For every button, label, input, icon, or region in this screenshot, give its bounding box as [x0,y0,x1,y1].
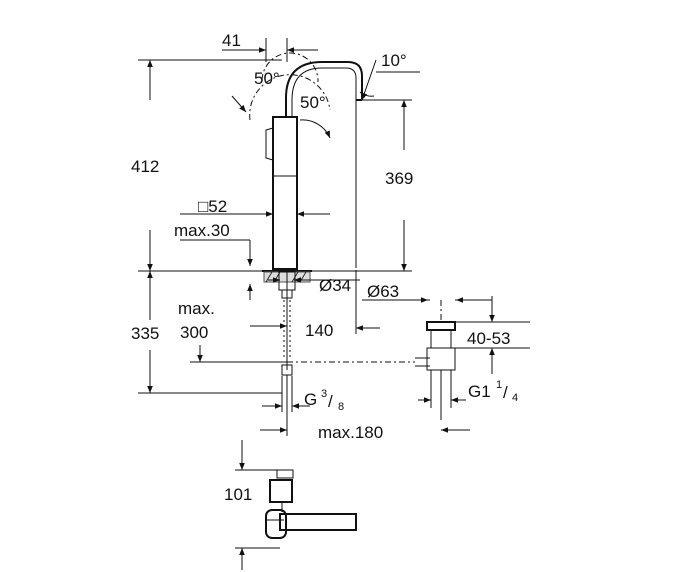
label-g-slash: / [328,392,333,411]
label-101: 101 [224,485,252,504]
rotation-arcs [231,52,377,139]
label-50-degrees-right: 50° [300,93,326,112]
label-max-30: max.30 [174,221,230,240]
label-140: 140 [305,321,333,340]
label-335: 335 [131,324,159,343]
label-41: 41 [222,31,241,50]
dimension-lines [138,38,530,436]
label-300: 300 [180,323,208,342]
dimension-labels: 41 10° 50° 50° 412 369 □52 max.30 Ø34 Ø6… [131,31,518,504]
label-50-degrees-top: 50° [254,69,280,88]
label-10-degrees: 10° [381,51,407,70]
label-square-52: □52 [198,197,227,216]
label-max-180: max.180 [318,423,383,442]
deck-section [262,270,312,396]
label-g1-sub: 4 [512,392,518,404]
faucet-body [265,61,363,270]
label-g1-slash: / [503,383,508,402]
label-max: max. [178,299,215,318]
label-g-3-8: G 3 / 8 [304,388,344,413]
label-40-53: 40-53 [467,329,510,348]
label-dia-34: Ø34 [319,276,351,295]
label-g-prefix: G [304,390,317,409]
label-g1-1-4: G1 1 / 4 [468,379,518,404]
waste-drain [287,300,456,420]
label-g1-sup: 1 [496,379,502,391]
label-g-sub: 8 [338,401,344,413]
label-412: 412 [131,157,159,176]
label-g-sup: 3 [321,388,327,400]
side-detail [235,440,357,570]
label-369: 369 [385,169,413,188]
label-g1-prefix: G1 [468,382,491,401]
label-dia-63: Ø63 [367,282,399,301]
